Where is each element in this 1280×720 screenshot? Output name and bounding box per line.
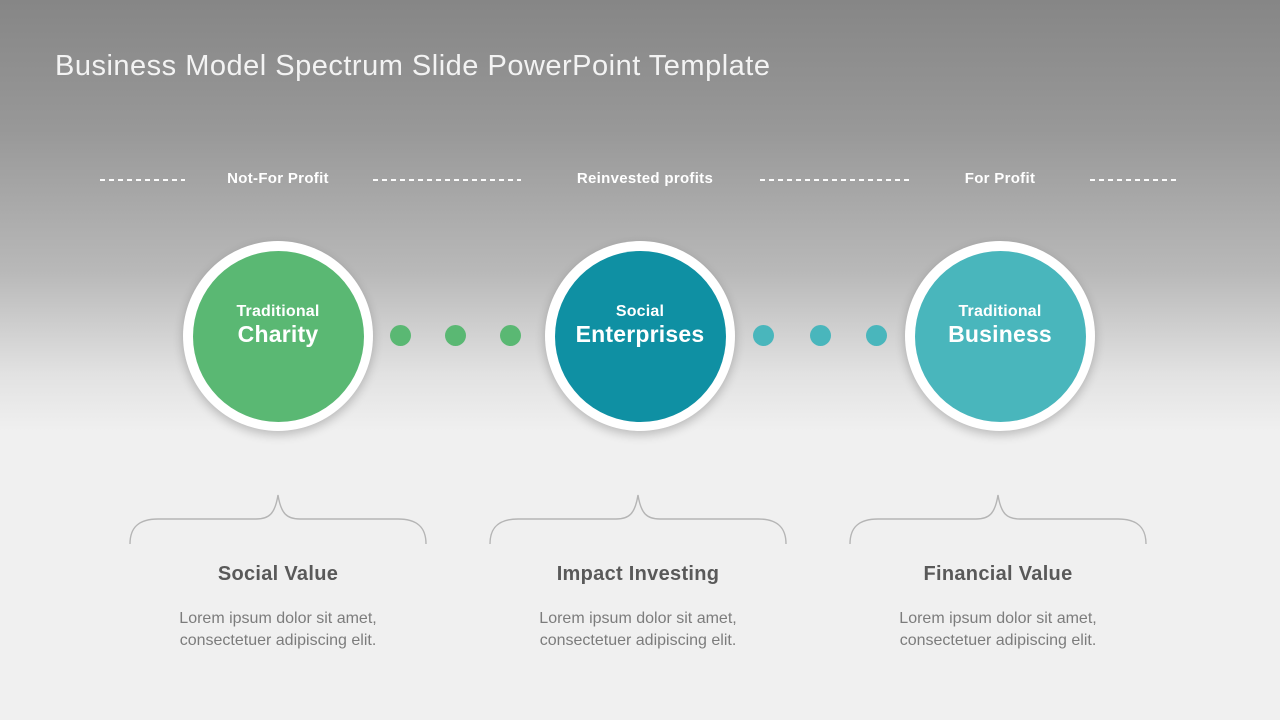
spectrum-dash-segment (100, 179, 185, 181)
circle-traditional-charity-fill: Traditional Charity (192, 250, 364, 422)
spectrum-dash-segment (760, 179, 910, 181)
circle-label-line2: Charity (237, 320, 319, 347)
spectrum-label-reinvested-profits: Reinvested profits (576, 170, 714, 187)
spectrum-label-for-profit: For Profit (964, 170, 1036, 187)
section-financial-value: Financial Value Lorem ipsum dolor sit am… (848, 563, 1148, 653)
section-heading: Impact Investing (556, 563, 720, 585)
curly-brace-icon (129, 494, 427, 545)
section-heading: Social Value (217, 563, 339, 585)
connector-dot (445, 325, 466, 346)
section-body: Lorem ipsum dolor sit amet, consectetuer… (899, 610, 1097, 650)
circle-traditional-business: Traditional Business (905, 241, 1095, 431)
circle-social-enterprises-fill: Social Enterprises (554, 250, 726, 422)
page-title: Business Model Spectrum Slide PowerPoint… (55, 50, 771, 82)
circle-label-line1: Traditional (958, 302, 1042, 320)
section-body: Lorem ipsum dolor sit amet, consectetuer… (539, 610, 737, 650)
connector-dot (810, 325, 831, 346)
spectrum-dash-segment (373, 179, 521, 181)
section-body: Lorem ipsum dolor sit amet, consectetuer… (179, 610, 377, 650)
circle-label-line2: Enterprises (575, 320, 705, 347)
circle-social-enterprises: Social Enterprises (545, 241, 735, 431)
circle-label-line1: Social (615, 302, 665, 320)
circle-traditional-business-fill: Traditional Business (914, 250, 1086, 422)
curly-brace-icon (849, 494, 1147, 545)
connector-dot (390, 325, 411, 346)
circle-label-line2: Business (948, 320, 1052, 347)
circle-traditional-charity: Traditional Charity (183, 241, 373, 431)
section-impact-investing: Impact Investing Lorem ipsum dolor sit a… (488, 563, 788, 653)
circle-label-line1: Traditional (236, 302, 320, 320)
connector-dot (500, 325, 521, 346)
connector-dot (866, 325, 887, 346)
curly-brace-icon (489, 494, 787, 545)
section-heading: Financial Value (923, 563, 1073, 585)
spectrum-label-not-for-profit: Not-For Profit (227, 170, 329, 187)
connector-dot (753, 325, 774, 346)
spectrum-dash-segment (1090, 179, 1180, 181)
section-social-value: Social Value Lorem ipsum dolor sit amet,… (128, 563, 428, 653)
